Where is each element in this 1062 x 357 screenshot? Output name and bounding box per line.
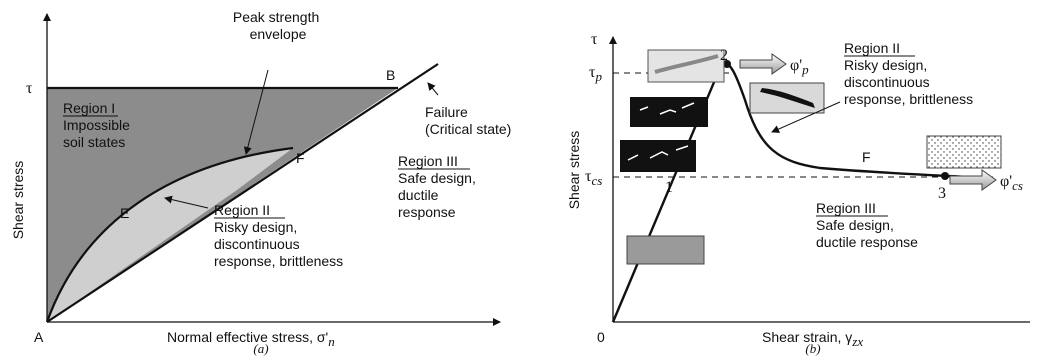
a-tau-label: τ (26, 80, 33, 97)
b-region2-pointer (771, 101, 841, 133)
sample-dark-lower (620, 140, 696, 172)
point-b-label: B (386, 67, 395, 83)
b-caption: (b) (805, 341, 820, 356)
point-2-marker (723, 60, 731, 68)
sample-peak (647, 49, 725, 83)
phi-cs-label: φ'cs (1000, 173, 1023, 193)
peak-strength-envelope (45, 146, 294, 323)
b-origin-label: 0 (597, 329, 605, 345)
b-tau-label: τ (591, 31, 598, 48)
peak-envelope-label: Peak strength envelope (233, 9, 323, 42)
region2-pointer (164, 195, 209, 209)
a-y-axis-label: Shear stress (10, 161, 26, 240)
point-1-label: 1 (665, 179, 673, 196)
tau-cs-label: τcs (585, 168, 602, 188)
point-2-label: 2 (720, 47, 728, 64)
phi-p-label: φ'p (790, 57, 809, 77)
panel-a: τ Shear stress A Normal effective stress… (10, 9, 511, 356)
failure-label: Failure (Critical state) (425, 104, 511, 137)
sample-initial (626, 235, 705, 265)
panel-b: τ τp τcs Shear stress 0 Shear strain, γz… (566, 31, 1030, 356)
b-region3-label: Region III Safe design, ductile response (816, 200, 918, 250)
b-point-f-label: F (862, 149, 871, 165)
b-region2-label: Region II Risky design, discontinuous re… (844, 40, 973, 107)
point-3-label: 3 (938, 185, 946, 202)
sample-critical-state (926, 135, 1002, 169)
region-2-area (47, 148, 293, 322)
a-caption: (a) (253, 341, 268, 356)
peak-envelope-pointer (243, 69, 269, 155)
a-origin-label: A (34, 329, 44, 345)
a-region2-label: Region II Risky design, discontinuous re… (214, 202, 343, 269)
stress-strain-curve (611, 62, 971, 323)
tau-p-label: τp (589, 64, 602, 84)
critical-state-line (46, 63, 439, 323)
a-x-axis-label: Normal effective stress, σ'n (167, 329, 335, 349)
phi-p-arrow (739, 53, 787, 75)
b-y-axis-label: Shear stress (566, 131, 582, 210)
point-f-label: F (296, 150, 305, 166)
a-region1-label: Region I Impossible soil states (63, 100, 134, 150)
point-3-marker (941, 172, 949, 180)
sample-dark-upper (630, 97, 708, 127)
b-x-axis-label: Shear strain, γzx (762, 329, 863, 349)
a-region3-label: Region III Safe design, ductile response (398, 153, 480, 220)
point-e-label: E (120, 205, 129, 221)
sample-post-peak (749, 82, 825, 114)
phi-cs-arrow (949, 169, 997, 191)
failure-pointer (427, 82, 439, 96)
